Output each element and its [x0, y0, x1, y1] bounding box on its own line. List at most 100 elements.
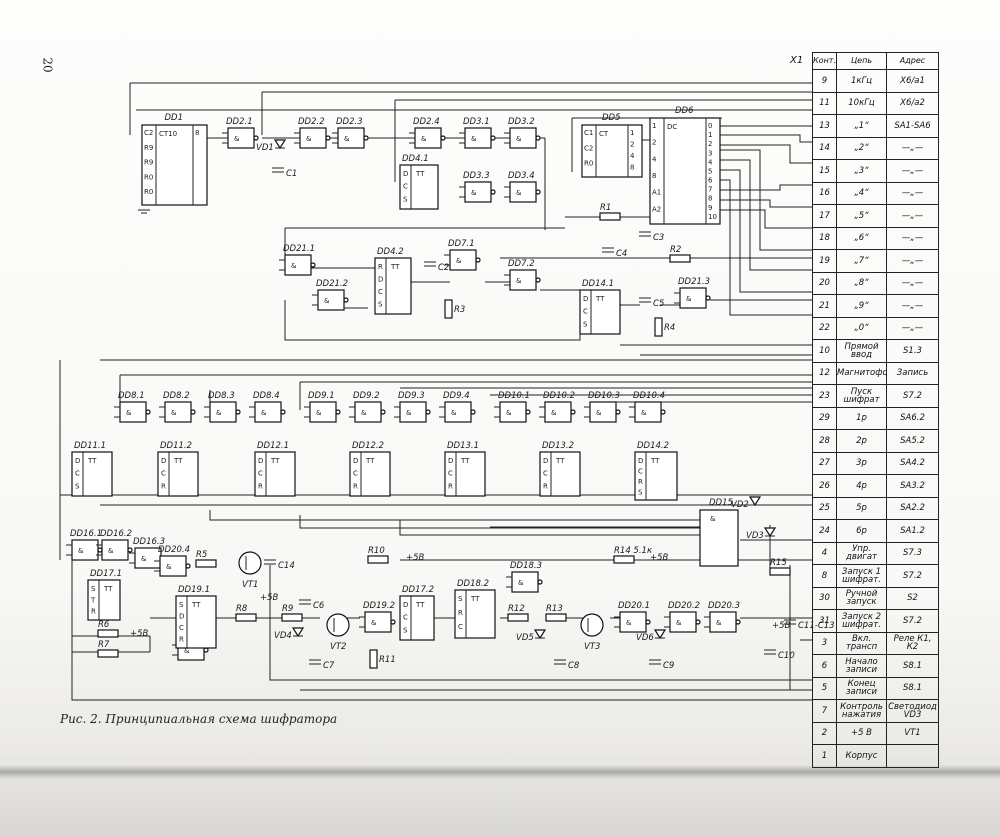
resistor: R5: [195, 550, 217, 568]
diode-label: VD3: [746, 531, 764, 541]
cell-address: Х6/а1: [886, 69, 939, 93]
gate-output-bubble: [310, 262, 316, 268]
cell-circuit: „7“: [836, 249, 887, 273]
chip-label: DD6: [675, 106, 694, 116]
logic-gate: &DD9.4: [439, 391, 476, 423]
gate-output-bubble: [535, 189, 541, 195]
transistor: VT3: [580, 613, 604, 652]
cell-contact: 31: [812, 609, 837, 633]
wire: [720, 159, 812, 271]
chip-input-label: 1: [652, 122, 656, 130]
gate-label: DD21.2: [316, 279, 348, 289]
transistor: VT1: [238, 551, 262, 590]
flipflop-input-label: D: [258, 457, 263, 465]
gate-label: DD16.1: [70, 529, 102, 539]
resistor-body: [367, 555, 389, 564]
flipflop-input-label: C: [378, 288, 383, 296]
logic-gate: &DD2.1: [222, 117, 259, 149]
wire: [720, 169, 812, 293]
resistor-label: R10: [368, 546, 385, 556]
chip-input-label: R0: [144, 188, 153, 196]
resistor: R2: [669, 245, 691, 263]
wire: [720, 134, 812, 143]
resistor-body: [195, 559, 217, 568]
gate-body: [337, 127, 365, 149]
cell-address: —„—: [886, 226, 939, 250]
resistor: R12: [507, 604, 529, 622]
gate-label: DD8.3: [208, 391, 235, 401]
cell-address: SA4.2: [886, 451, 939, 475]
cell-address: S7.2: [886, 384, 939, 408]
logic-gate: &DD21.3: [674, 277, 711, 309]
chip-input-label: 8: [652, 172, 656, 180]
table-row: 16„4“—„—: [812, 181, 939, 205]
gate-label: DD21.3: [678, 277, 710, 287]
gate-symbol: &: [471, 135, 477, 143]
cell-circuit: „8“: [836, 271, 887, 295]
resistor-label: R5: [196, 550, 207, 560]
gate-output-bubble: [490, 135, 496, 141]
cell-circuit: 10кГц: [836, 91, 887, 115]
transistor-body: [238, 551, 262, 575]
gate-symbol: &: [184, 647, 190, 655]
logic-gate: &DD8.4: [249, 391, 286, 423]
gate-label: DD16.3: [133, 537, 165, 547]
resistor-label: R11: [379, 655, 396, 665]
chip-input-label: C2: [144, 129, 153, 137]
header-contact: Конт.: [812, 52, 837, 70]
gate-symbol: &: [344, 135, 350, 143]
flipflop-type: TT: [415, 601, 425, 609]
resistor: R9: [281, 604, 303, 622]
gate-symbol: &: [306, 135, 312, 143]
cell-contact: 30: [812, 586, 837, 610]
gate-label: DD7.1: [448, 239, 475, 249]
gate-symbol: &: [596, 409, 602, 417]
cell-address: —„—: [886, 136, 939, 160]
flipflop-input-label: R: [448, 482, 453, 490]
resistor-body: [281, 613, 303, 622]
cell-address: —„—: [886, 204, 939, 228]
cell-contact: 7: [812, 699, 837, 723]
cell-contact: 4: [812, 541, 837, 565]
cell-address: —„—: [886, 159, 939, 183]
cell-circuit: 1кГц: [836, 69, 887, 93]
cell-contact: 25: [812, 496, 837, 520]
resistor: R15: [769, 558, 791, 576]
flipflop-label: DD18.2: [457, 579, 489, 589]
cell-contact: 29: [812, 406, 837, 430]
resistor: R13: [545, 604, 567, 622]
logic-gate: &DD10.2: [539, 391, 576, 423]
capacitor-label: C1: [286, 169, 297, 179]
gate-symbol: &: [516, 135, 522, 143]
flipflop-type: TT: [270, 457, 280, 465]
gate-symbol: &: [516, 277, 522, 285]
gate-output-bubble: [695, 619, 701, 625]
gate-body: [509, 181, 537, 203]
chip-input-label: R0: [144, 173, 153, 181]
capacitor-label: C9: [663, 661, 674, 671]
cell-circuit: Пуск шифрат: [836, 384, 887, 408]
diode: VD2: [731, 496, 762, 510]
gate-body: [159, 555, 187, 577]
gate-symbol: &: [506, 409, 512, 417]
resistor-label: R14 5.1к: [614, 546, 653, 556]
logic-gate: &DD16.2: [96, 529, 133, 561]
gate-output-bubble: [145, 409, 151, 415]
flipflop-type: TT: [390, 263, 400, 271]
gate-symbol: &: [234, 135, 240, 143]
transistor-label: VT3: [584, 642, 600, 652]
flipflop-input-label: C: [353, 470, 358, 478]
gate-output-bubble: [490, 189, 496, 195]
resistor: R7: [97, 640, 119, 658]
header-circuit: Цепь: [836, 52, 887, 70]
logic-gate: &DD8.3: [204, 391, 241, 423]
